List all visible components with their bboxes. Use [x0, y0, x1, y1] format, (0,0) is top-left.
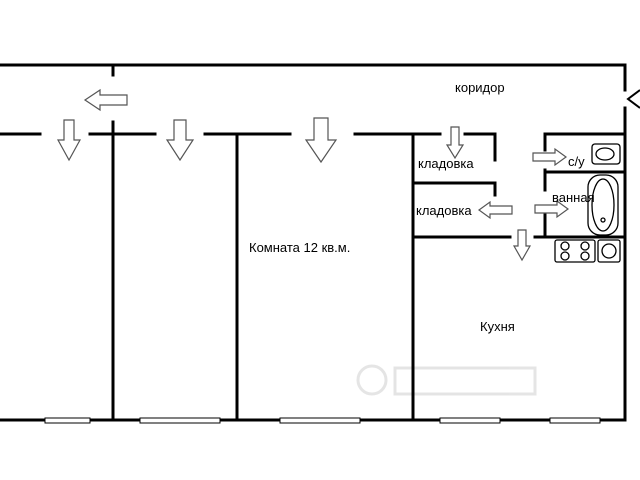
- watermark-logo: [356, 364, 537, 396]
- door-arrow-icon: [83, 88, 128, 112]
- windows: [44, 417, 601, 424]
- door-arrows: [56, 88, 640, 262]
- door-arrow-icon: [626, 89, 640, 109]
- door-arrow-icon: [56, 119, 82, 162]
- door-arrow-icon: [165, 119, 195, 162]
- sink-icon: [597, 239, 621, 263]
- pantry-label-2: кладовка: [416, 203, 472, 218]
- pantry-label-1: кладовка: [418, 156, 474, 171]
- room-12-label: Комната 12 кв.м.: [249, 240, 351, 255]
- stove-icon: [554, 239, 596, 263]
- kitchen-label: Кухня: [480, 319, 515, 334]
- bathroom-label: ванная: [552, 190, 595, 205]
- door-arrow-icon: [534, 199, 570, 219]
- door-arrow-icon: [532, 147, 568, 167]
- door-arrow-icon: [445, 126, 465, 160]
- room-walls: [111, 63, 627, 422]
- bathtub-icon: [587, 174, 619, 236]
- door-arrow-icon: [477, 200, 513, 220]
- door-arrow-icon: [304, 117, 338, 164]
- corridor-label: коридор: [455, 80, 505, 95]
- toilet-icon: [591, 143, 621, 165]
- door-arrow-icon: [512, 229, 532, 262]
- toilet-label: с/у: [568, 154, 585, 169]
